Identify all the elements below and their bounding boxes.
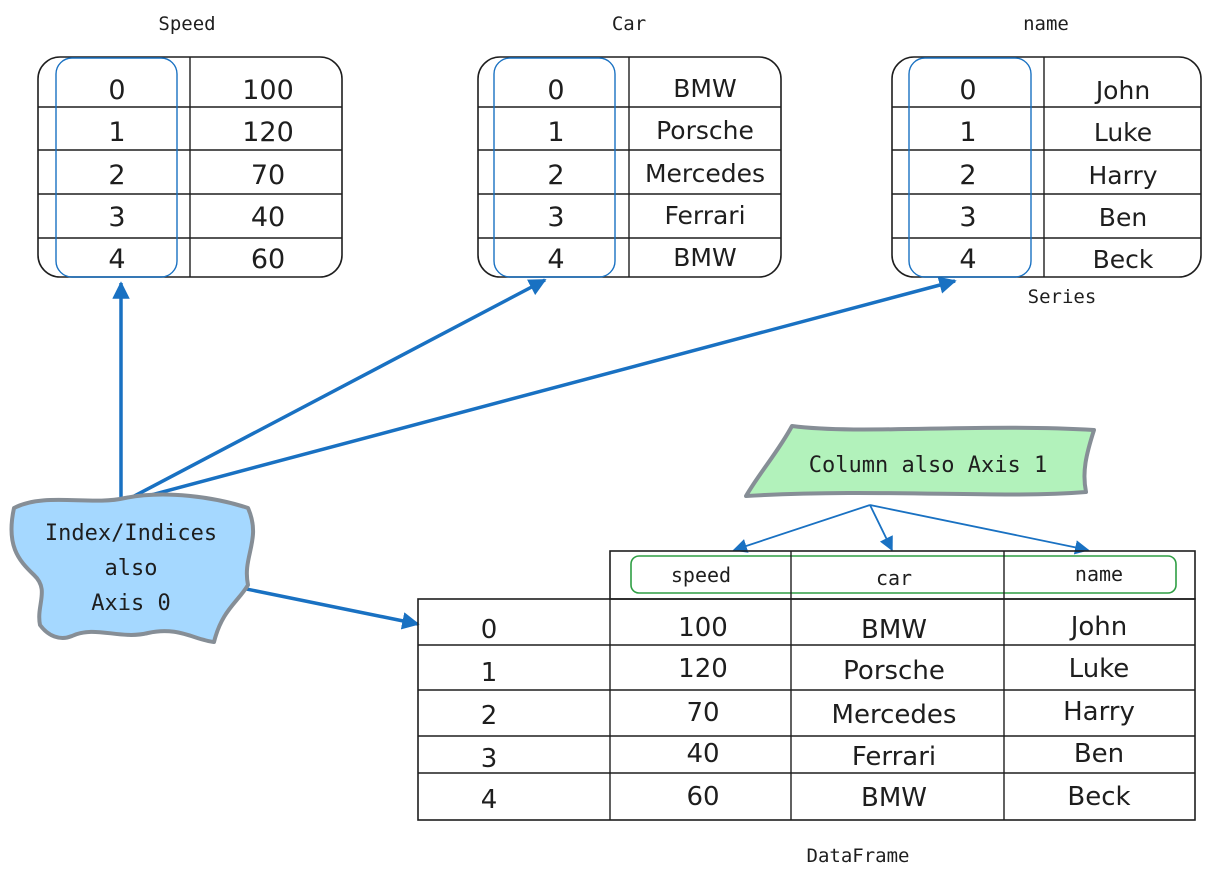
series-index-cell: 2 [959, 160, 976, 191]
series-index-cell: 1 [959, 117, 976, 148]
column-callout: Column also Axis 1 [744, 424, 1096, 498]
table-cell: Ferrari [852, 742, 936, 772]
index-callout-line: also [105, 556, 158, 581]
series-value-cell: Porsche [656, 116, 754, 145]
series-index-cell: 2 [108, 160, 125, 191]
table-cell: John [1069, 612, 1128, 642]
series-index-cell: 0 [108, 75, 125, 106]
table-row: 1 120 Porsche Luke [481, 654, 1130, 688]
table-cell: 100 [678, 613, 728, 643]
table-row: 4 60 BMW Beck [481, 782, 1131, 815]
column-header: name [1075, 562, 1123, 586]
column-header-highlight [630, 555, 1177, 594]
table-row: 2 70 Mercedes Harry [481, 697, 1135, 731]
row-index: 1 [481, 658, 498, 688]
series-title: Car [612, 13, 646, 35]
table-cell: Harry [1063, 697, 1135, 727]
series-index-cell: 1 [547, 117, 564, 148]
series-index-cell: 4 [108, 244, 125, 275]
table-cell: Beck [1067, 782, 1130, 812]
index-callout-line: Axis 0 [91, 591, 170, 616]
series-value-cell: John [1094, 76, 1150, 105]
table-cell: Luke [1069, 654, 1130, 684]
column-arrows [732, 504, 1090, 555]
series-value-cell: BMW [673, 74, 736, 103]
index-highlight [908, 57, 1032, 278]
index-callout-line: Index/Indices [45, 521, 217, 546]
row-index: 2 [481, 701, 498, 731]
series-caption: Series [1028, 286, 1097, 308]
series-value-cell: 40 [251, 202, 285, 233]
series-title: Speed [158, 13, 215, 35]
series-index-cell: 3 [108, 202, 125, 233]
arrow-to-car-index [120, 278, 547, 505]
series-name: name 0 1 2 3 4 John Luke Harry Ben Beck [891, 13, 1202, 278]
series-index-cell: 3 [547, 202, 564, 233]
index-highlight [493, 57, 616, 278]
series-value-cell: 70 [251, 160, 285, 191]
series-car: Car 0 1 2 3 4 BMW Porsche Mercedes Ferra… [477, 13, 782, 278]
table-cell: 70 [686, 698, 719, 728]
series-index-cell: 4 [547, 244, 564, 275]
row-index: 3 [481, 744, 498, 774]
table-row: 0 100 BMW John [481, 612, 1128, 645]
table-cell: 120 [678, 654, 728, 684]
series-value-cell: 120 [242, 117, 294, 148]
series-value-cell: Mercedes [645, 159, 765, 188]
series-value-cell: 100 [242, 75, 294, 106]
series-index-cell: 3 [959, 202, 976, 233]
column-callout-shape [744, 424, 1096, 498]
row-index: 4 [481, 785, 498, 815]
row-index: 0 [481, 615, 498, 645]
index-callout-shape [9, 492, 256, 644]
arrow-to-name-index [120, 276, 957, 505]
table-row: 3 40 Ferrari Ben [481, 739, 1124, 774]
column-header: speed [671, 563, 731, 587]
table-cell: 60 [686, 782, 719, 812]
table-cell: BMW [861, 783, 927, 813]
series-speed: Speed 0 1 2 3 4 100 120 70 40 60 [37, 13, 343, 278]
series-value-cell: Luke [1094, 118, 1152, 147]
column-header: car [876, 566, 912, 590]
series-value-cell: Ferrari [664, 201, 745, 230]
series-index-cell: 2 [547, 160, 564, 191]
index-highlight [55, 57, 178, 278]
series-index-cell: 1 [108, 117, 125, 148]
index-callout: Index/Indices also Axis 0 [9, 492, 256, 644]
dataframe-caption: DataFrame [807, 845, 910, 867]
series-value-cell: Beck [1093, 245, 1154, 274]
series-value-cell: Harry [1088, 161, 1157, 190]
table-cell: Mercedes [832, 700, 957, 730]
series-title: name [1023, 13, 1069, 35]
series-index-cell: 0 [959, 75, 976, 106]
series-index-cell: 0 [547, 75, 564, 106]
table-cell: 40 [686, 739, 719, 769]
arrow-to-car-column [869, 504, 893, 552]
series-index-cell: 4 [959, 244, 976, 275]
column-callout-label: Column also Axis 1 [809, 453, 1047, 478]
series-value-cell: 60 [251, 244, 285, 275]
table-cell: Porsche [843, 656, 945, 686]
arrow-to-speed-column [732, 504, 871, 553]
series-value-cell: BMW [673, 243, 736, 272]
table-cell: BMW [861, 615, 927, 645]
arrow-to-name-column [869, 504, 1090, 555]
series-value-cell: Ben [1099, 203, 1147, 232]
dataframe-table: speed car name 0 100 BMW John 1 120 Pors… [417, 550, 1196, 821]
table-cell: Ben [1074, 739, 1124, 769]
